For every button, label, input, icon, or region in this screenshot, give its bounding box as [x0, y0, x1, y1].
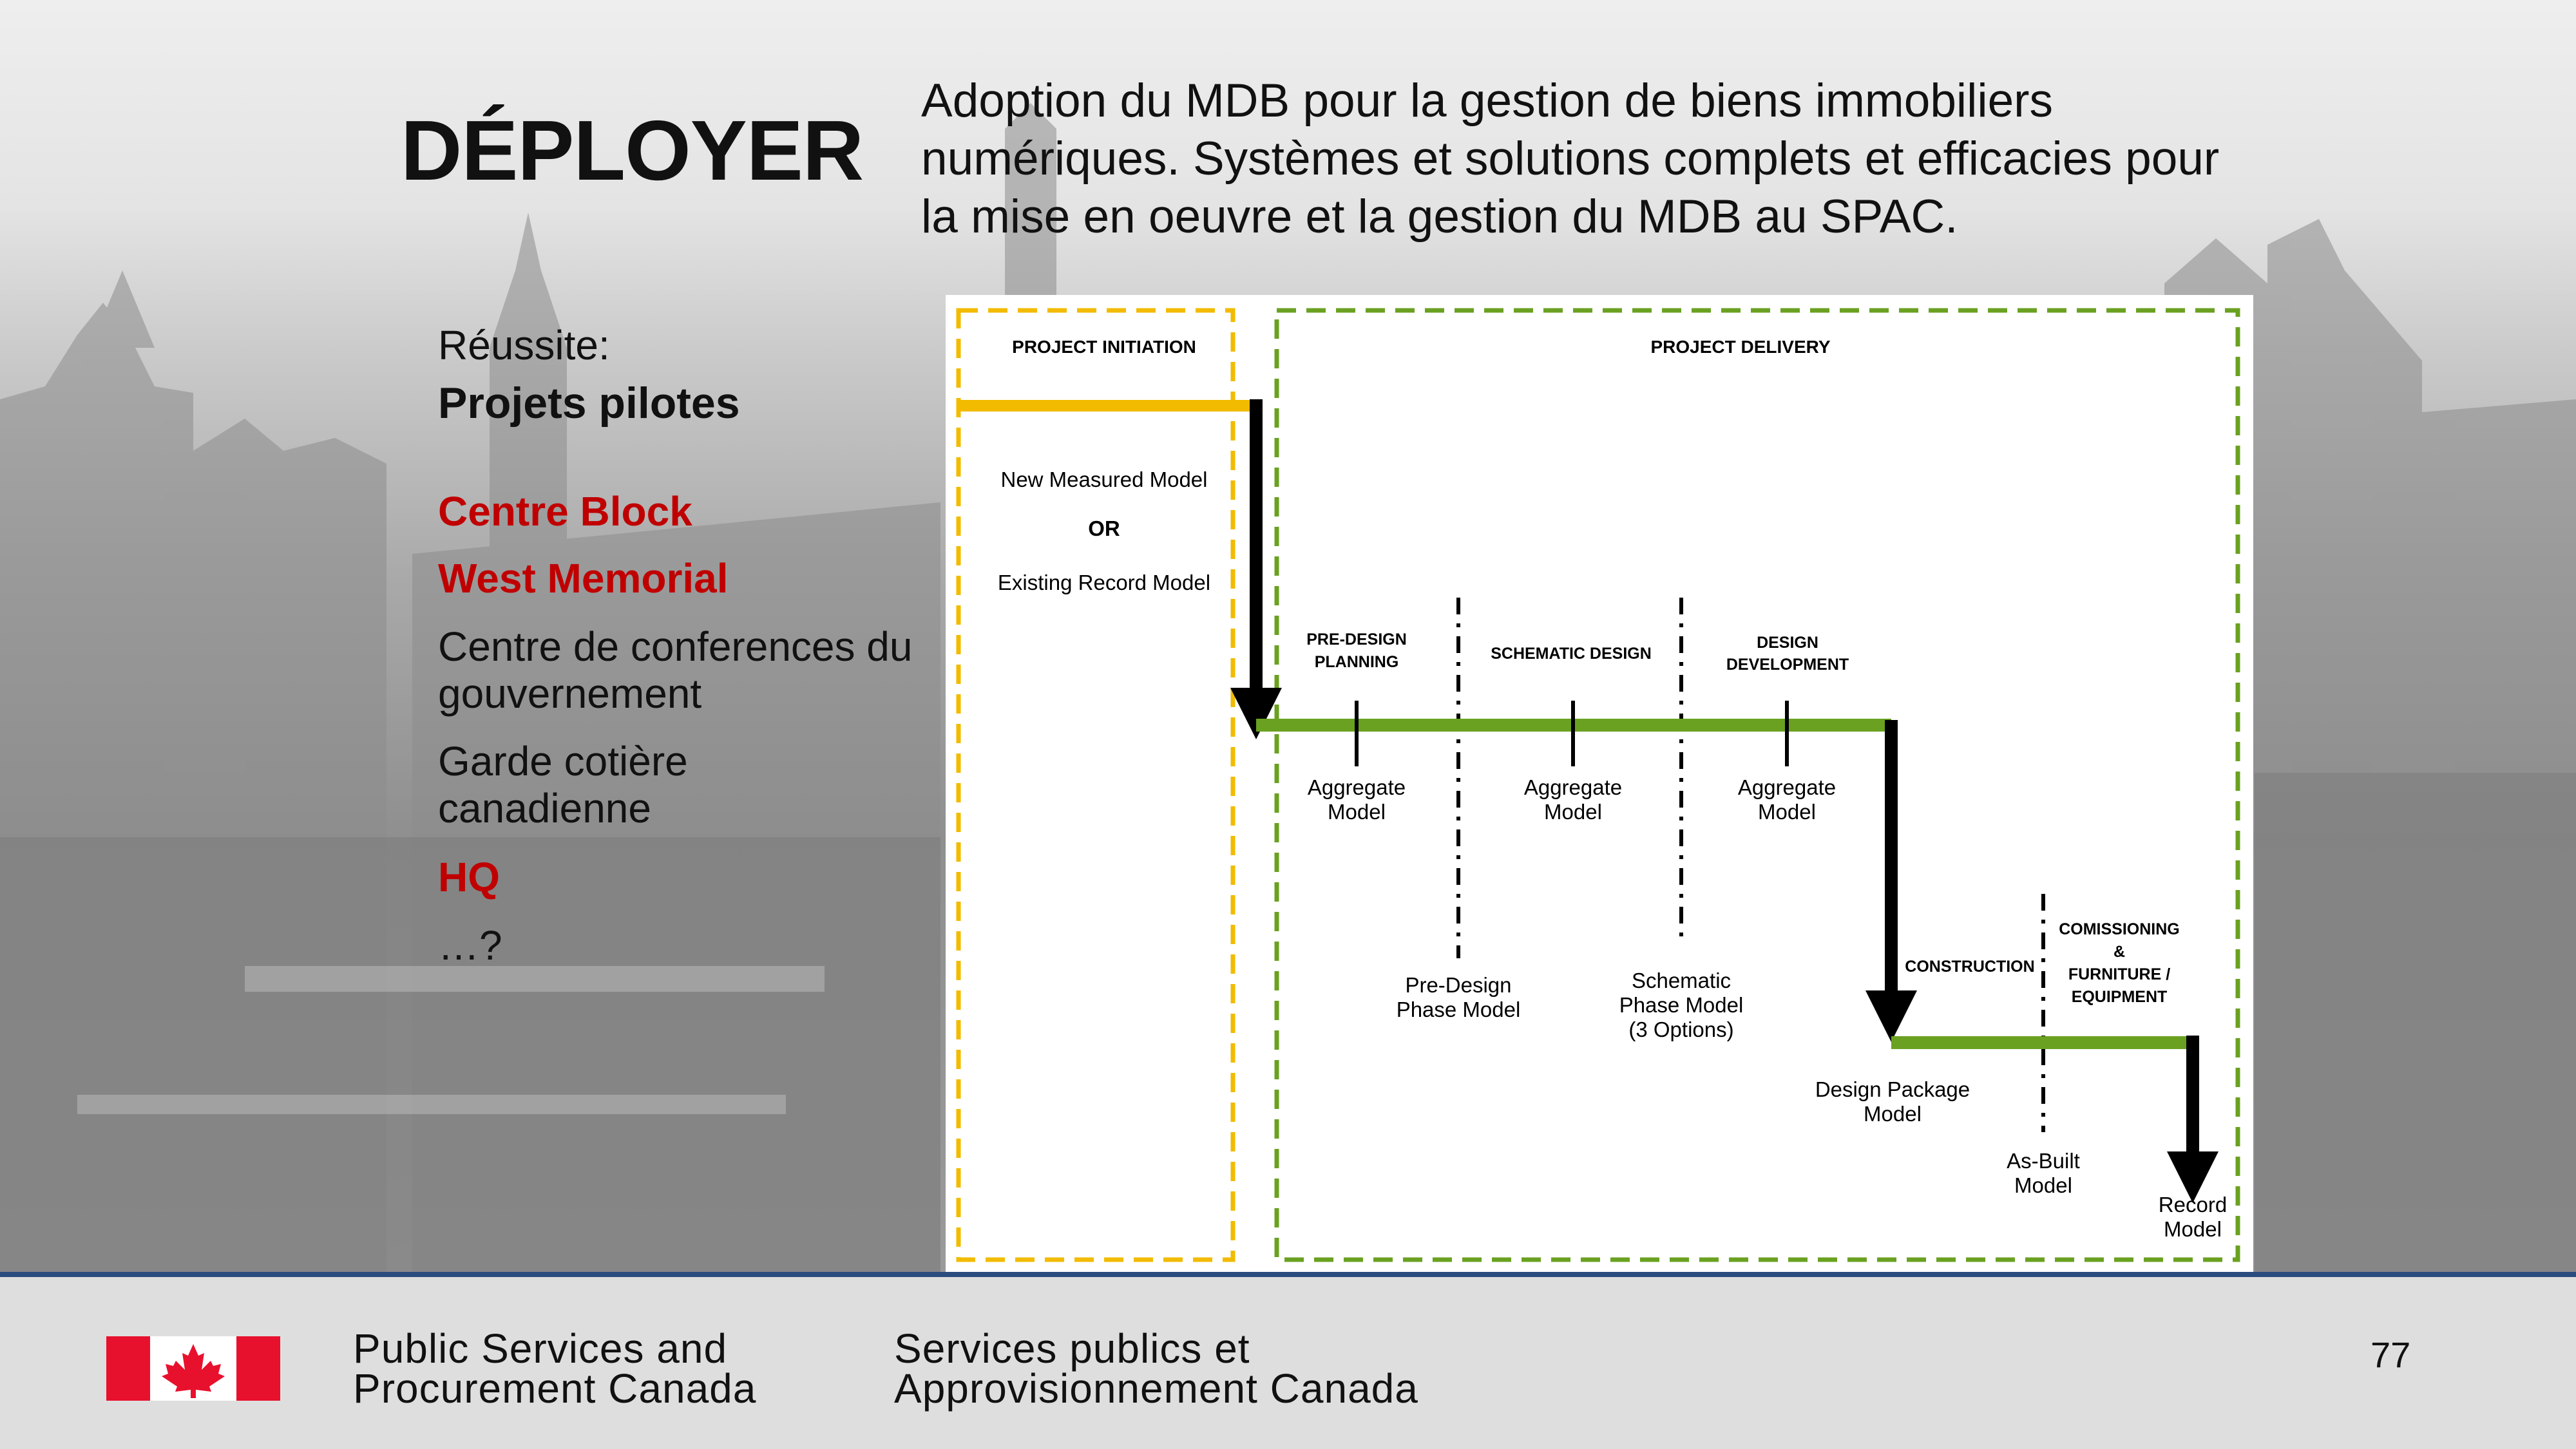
department-name-french: Services publics et Approvisionnement Ca… — [894, 1325, 1418, 1412]
project-west-memorial: West Memorial — [438, 555, 729, 601]
phase-predesign-2: PLANNING — [1315, 653, 1399, 671]
department-name-english: Public Services and Procurement Canada — [353, 1325, 757, 1412]
slide-subtitle: Adoption du MDB pour la gestion de biens… — [921, 75, 2220, 243]
record-model-line2: Model — [2164, 1217, 2222, 1241]
schematic-model-line3: (3 Options) — [1628, 1018, 1733, 1041]
phase-construction: CONSTRUCTION — [1905, 958, 2034, 976]
initiation-label: PROJECT INITIATION — [1012, 337, 1196, 357]
page-number: 77 — [2371, 1334, 2411, 1375]
initiation-box — [956, 308, 1236, 1262]
aggregate-3-line2: Model — [1758, 800, 1816, 824]
as-built-line1: As-Built — [2007, 1149, 2080, 1173]
design-package-line2: Model — [1864, 1102, 1922, 1126]
phase-development-2: DEVELOPMENT — [1726, 656, 1849, 674]
aggregate-1-line1: Aggregate — [1308, 775, 1406, 799]
record-model-line1: Record — [2159, 1193, 2227, 1217]
design-package-line1: Design Package — [1815, 1077, 1970, 1101]
project-garde-cotiere: Garde cotière canadienne — [438, 738, 688, 831]
bim-process-diagram: PROJECT INITIATION PROJECT DELIVERY New … — [946, 295, 2253, 1272]
delivery-label: PROJECT DELIVERY — [1650, 337, 1830, 357]
aggregate-2-line1: Aggregate — [1524, 775, 1622, 799]
dept-en-line1: Public Services and — [353, 1325, 728, 1372]
phase-commissioning-4: EQUIPMENT — [2072, 988, 2168, 1006]
pilot-heading: Projets pilotes — [438, 379, 740, 428]
schematic-model-line1: Schematic — [1632, 969, 1731, 992]
delivery-box — [1274, 308, 2240, 1262]
aggregate-3-line1: Aggregate — [1738, 775, 1836, 799]
phase-commissioning-3: FURNITURE / — [2068, 965, 2170, 983]
project-more: …? — [438, 922, 502, 969]
phase-development-1: DESIGN — [1757, 634, 1818, 652]
project-centre-conferences: Centre de conferences du gouvernement — [438, 623, 913, 717]
aggregate-2-line2: Model — [1544, 800, 1602, 824]
as-built-line2: Model — [2014, 1173, 2072, 1197]
phase-schematic: SCHEMATIC DESIGN — [1491, 645, 1652, 663]
dept-fr-line2: Approvisionnement Canada — [894, 1365, 1418, 1412]
dept-en-line2: Procurement Canada — [353, 1365, 757, 1412]
phase-commissioning-1: COMISSIONING — [2059, 920, 2180, 938]
slide: DÉPLOYER Adoption du MDB pour la gestion… — [0, 0, 2576, 1272]
canada-flag-icon — [106, 1336, 280, 1401]
schematic-model-line2: Phase Model — [1619, 993, 1744, 1017]
aggregate-1-line2: Model — [1328, 800, 1386, 824]
success-label: Réussite: — [438, 322, 610, 368]
new-measured-model: New Measured Model — [1001, 468, 1208, 491]
project-hq: HQ — [438, 854, 500, 900]
phase-predesign-1: PRE-DESIGN — [1306, 630, 1407, 649]
footer: Public Services and Procurement Canada S… — [0, 1272, 2576, 1449]
existing-record-model: Existing Record Model — [998, 571, 1210, 594]
dept-fr-line1: Services publics et — [894, 1325, 1250, 1372]
bim-process-svg: PROJECT INITIATION PROJECT DELIVERY New … — [956, 308, 2240, 1262]
phase-commissioning-2: & — [2113, 943, 2125, 961]
predesign-model-line1: Pre-Design — [1405, 973, 1511, 997]
project-centre-block: Centre Block — [438, 488, 692, 535]
or-label: OR — [1088, 516, 1120, 540]
slide-title: DÉPLOYER — [401, 103, 864, 198]
predesign-model-line2: Phase Model — [1397, 998, 1521, 1021]
